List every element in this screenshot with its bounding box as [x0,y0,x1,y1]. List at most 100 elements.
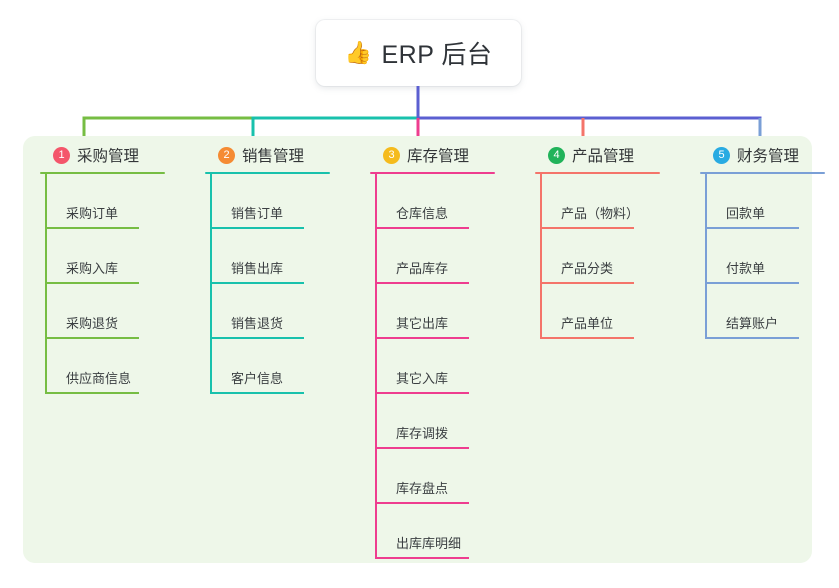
category-child-item[interactable]: 其它入库 [370,339,530,394]
category-child-underline [540,282,634,284]
category-header[interactable]: 2 销售管理 [205,136,365,174]
category-child-underline [45,227,139,229]
category-index-badge: 5 [713,146,730,164]
category-child-label: 其它出库 [396,316,449,331]
category-header[interactable]: 5 财务管理 [700,136,839,174]
category-child-underline [210,392,304,394]
category-child-item[interactable]: 回款单 [700,174,839,229]
category-child-item[interactable]: 产品（物料） [535,174,695,229]
category-column: 5 财务管理回款单付款单结算账户 [700,136,839,339]
category-child-underline [45,392,139,394]
category-child-item[interactable]: 库存盘点 [370,449,530,504]
category-index-badge: 3 [383,146,400,164]
category-title: 财务管理 [737,148,800,165]
category-child-item[interactable]: 付款单 [700,229,839,284]
category-child-label: 其它入库 [396,371,449,386]
category-column: 2 销售管理销售订单销售出库销售退货客户信息 [205,136,365,394]
category-child-underline [375,227,469,229]
category-header[interactable]: 1 采购管理 [40,136,200,174]
category-child-underline [705,282,799,284]
category-index-badge: 1 [53,146,70,164]
category-spine [210,174,212,394]
category-underline [370,171,495,174]
root-title-text: ERP 后台 [381,41,493,69]
category-child-item[interactable]: 产品库存 [370,229,530,284]
category-child-item[interactable]: 产品单位 [535,284,695,339]
category-spine [45,174,47,394]
category-child-item[interactable]: 结算账户 [700,284,839,339]
category-child-underline [375,282,469,284]
category-child-underline [210,282,304,284]
category-child-label: 结算账户 [726,316,779,331]
category-child-underline [375,392,469,394]
category-spine [705,174,707,339]
category-child-item[interactable]: 采购退货 [40,284,200,339]
category-child-item[interactable]: 其它出库 [370,284,530,339]
category-underline [205,171,330,174]
category-child-label: 产品分类 [561,261,614,276]
category-child-item[interactable]: 销售订单 [205,174,365,229]
category-child-underline [375,337,469,339]
category-child-item[interactable]: 供应商信息 [40,339,200,394]
category-child-label: 库存盘点 [396,481,449,496]
category-index-badge: 4 [548,146,565,164]
category-child-label: 供应商信息 [66,371,132,386]
category-child-underline [540,227,634,229]
category-child-label: 出库库明细 [396,536,462,551]
category-children: 销售订单销售出库销售退货客户信息 [205,174,365,394]
category-child-underline [705,227,799,229]
category-column: 1 采购管理采购订单采购入库采购退货供应商信息 [40,136,200,394]
category-child-item[interactable]: 出库库明细 [370,504,530,559]
category-header[interactable]: 3 库存管理 [370,136,530,174]
category-child-label: 库存调拨 [396,426,449,441]
category-children: 采购订单采购入库采购退货供应商信息 [40,174,200,394]
category-child-label: 付款单 [726,261,766,276]
category-child-underline [210,337,304,339]
category-title: 库存管理 [407,148,470,165]
category-child-item[interactable]: 销售出库 [205,229,365,284]
category-child-item[interactable]: 客户信息 [205,339,365,394]
thumbs-up-icon: 👍 [344,40,373,65]
category-child-underline [45,337,139,339]
categories-panel: 1 采购管理采购订单采购入库采购退货供应商信息 2 销售管理销售订单销售出库销售退货客… [23,136,825,563]
category-spine [375,174,377,559]
category-title: 销售管理 [242,148,305,165]
category-child-item[interactable]: 销售退货 [205,284,365,339]
category-child-label: 采购入库 [66,261,119,276]
category-child-item[interactable]: 采购订单 [40,174,200,229]
category-child-underline [540,337,634,339]
category-underline [700,171,825,174]
category-children: 产品（物料） 产品分类产品单位 [535,174,695,339]
category-underline [40,171,165,174]
category-child-label: 产品单位 [561,316,614,331]
category-child-label: 仓库信息 [396,206,449,221]
category-child-label: 销售出库 [231,261,284,276]
root-node[interactable]: 👍 ERP 后台 [316,20,521,86]
category-child-item[interactable]: 产品分类 [535,229,695,284]
category-child-label: 客户信息 [231,371,284,386]
category-column: 4 产品管理产品（物料） 产品分类产品单位 [535,136,695,339]
category-child-label: 销售订单 [231,206,284,221]
category-child-underline [705,337,799,339]
root-title: 👍 ERP 后台 [345,35,493,71]
category-child-underline [375,557,469,559]
category-child-underline [375,447,469,449]
category-index-badge: 2 [218,146,235,164]
category-child-item[interactable]: 库存调拨 [370,394,530,449]
category-child-item[interactable]: 采购入库 [40,229,200,284]
category-child-underline [210,227,304,229]
category-child-label: 销售退货 [231,316,284,331]
category-children: 仓库信息产品库存其它出库其它入库库存调拨库存盘点出库库明细 [370,174,530,559]
category-child-underline [45,282,139,284]
category-child-label: 产品（物料） [561,206,640,221]
category-child-label: 产品库存 [396,261,449,276]
category-title: 产品管理 [572,148,635,165]
category-title: 采购管理 [77,148,140,165]
category-column: 3 库存管理仓库信息产品库存其它出库其它入库库存调拨库存盘点出库库明细 [370,136,530,559]
category-child-label: 回款单 [726,206,766,221]
category-spine [540,174,542,339]
category-header[interactable]: 4 产品管理 [535,136,695,174]
category-child-label: 采购退货 [66,316,119,331]
category-child-item[interactable]: 仓库信息 [370,174,530,229]
